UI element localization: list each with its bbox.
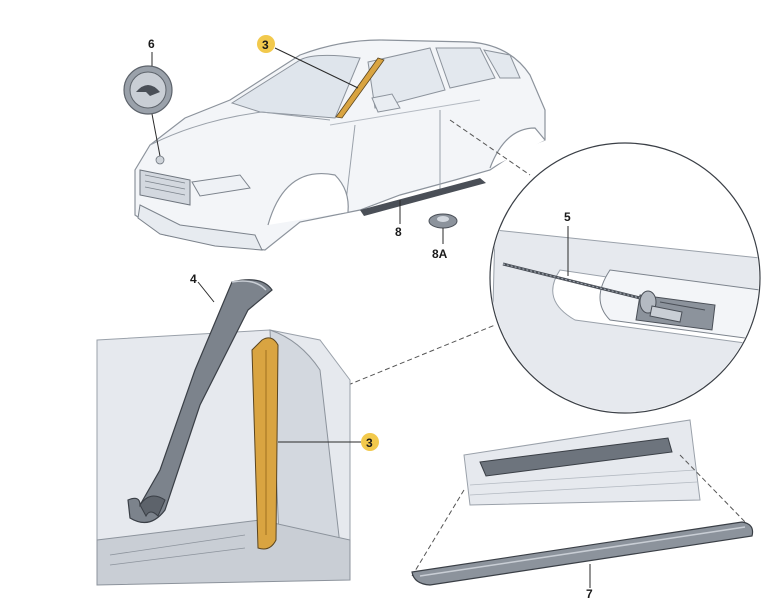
- sill-dash-1: [411, 489, 465, 577]
- leader-3-top: [274, 47, 359, 89]
- car-illustration: [134, 39, 546, 251]
- callout-3-top: 3: [262, 38, 269, 52]
- seal-detail-panel: [96, 329, 351, 586]
- leader-4: [197, 281, 215, 303]
- detail-dash-2: [347, 324, 496, 386]
- callout-8a: 8A: [432, 247, 448, 261]
- callout-8: 8: [395, 225, 402, 239]
- detail-dash-1: [449, 119, 531, 176]
- callout-badge-3-detail: [361, 433, 379, 451]
- callout-7: 7: [586, 587, 593, 599]
- callout-3-detail: 3: [366, 436, 373, 450]
- sill-dash-2: [679, 454, 749, 526]
- sill-detail-panel: [463, 419, 701, 506]
- screw-detail-circle: [489, 142, 761, 414]
- sill-moulding-part-7: [411, 521, 754, 586]
- callout-badge-3-top: [257, 35, 275, 53]
- leader-6b: [151, 113, 161, 157]
- callout-6: 6: [148, 37, 155, 51]
- trim-part-4: [127, 279, 273, 524]
- screw-icon: [502, 262, 683, 323]
- callout-5: 5: [564, 210, 571, 224]
- skoda-badge-icon: [123, 65, 173, 115]
- callout-4: 4: [190, 272, 197, 286]
- clip-icon: [428, 213, 458, 229]
